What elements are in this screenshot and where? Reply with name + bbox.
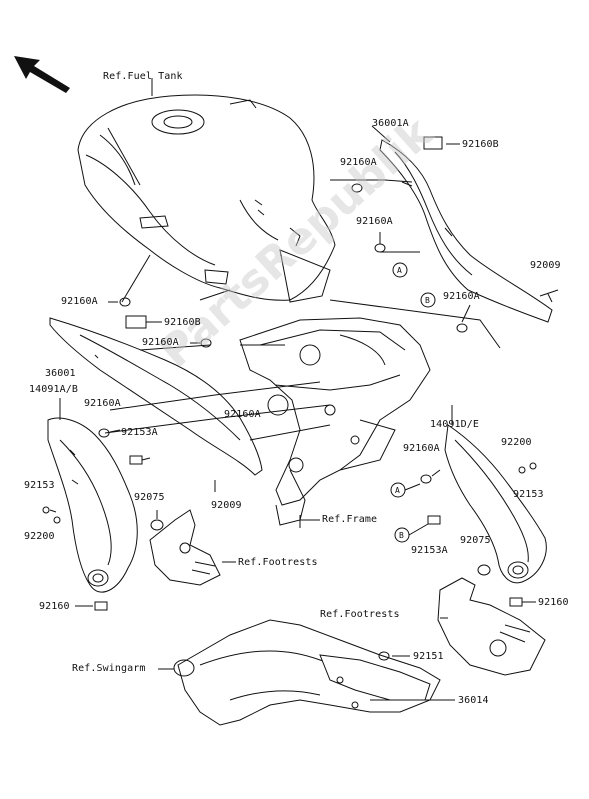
- grommet-92160B-left: [125, 315, 147, 329]
- label-92160b-left: 92160B: [164, 317, 201, 328]
- callout-b-top: B: [425, 296, 430, 305]
- label-36001: 36001: [45, 368, 76, 379]
- left-side-cover-part: [49, 317, 263, 476]
- fuel-tank-part: [77, 94, 336, 303]
- callout-circle-b-top: [420, 292, 436, 308]
- left-footrest-part: [149, 509, 221, 586]
- grommet-92160A-1: [351, 183, 363, 193]
- label-92160a-mid: 92160A: [224, 409, 261, 420]
- label-92160a-2: 92160A: [356, 216, 393, 227]
- label-92160a-left: 92160A: [61, 296, 98, 307]
- label-92153a-right: 92153A: [411, 545, 448, 556]
- left-lower-panel-part: [47, 417, 138, 593]
- label-ref-footrests-right: Ref.Footrests: [320, 609, 400, 620]
- label-92160a-left3: 92160A: [84, 398, 121, 409]
- label-92153-left: 92153: [24, 480, 55, 491]
- label-92160a-right: 92160A: [403, 443, 440, 454]
- frame-part: [239, 317, 431, 528]
- label-92153a-left: 92153A: [121, 427, 158, 438]
- label-ref-footrests-left: Ref.Footrests: [238, 557, 318, 568]
- label-14091ab: 14091A/B: [29, 384, 78, 395]
- callout-circle-a-top: [392, 262, 408, 278]
- label-36001a: 36001A: [372, 118, 409, 129]
- label-92009-top: 92009: [530, 260, 561, 271]
- right-lower-panel-part: [444, 424, 547, 584]
- label-92160a-left2: 92160A: [142, 337, 179, 348]
- label-92160-left: 92160: [39, 601, 70, 612]
- label-92160a-3: 92160A: [443, 291, 480, 302]
- grommet-92160B-top: [423, 136, 443, 150]
- label-36014: 36014: [458, 695, 489, 706]
- front-direction-arrow: [14, 56, 70, 93]
- label-ref-swingarm: Ref.Swingarm: [72, 663, 146, 674]
- label-14091de: 14091D/E: [430, 419, 479, 430]
- label-92160a-1: 92160A: [340, 157, 377, 168]
- label-ref-fuel-tank: Ref.Fuel Tank: [103, 71, 183, 82]
- grommet-92160A-2: [374, 243, 386, 253]
- label-92200-left: 92200: [24, 531, 55, 542]
- label-92151: 92151: [413, 651, 444, 662]
- callout-b-bottom: B: [399, 531, 404, 540]
- right-side-cover-part: [379, 139, 553, 323]
- callout-a-top: A: [397, 266, 402, 275]
- label-92009-mid: 92009: [211, 500, 242, 511]
- label-92160-right: 92160: [538, 597, 569, 608]
- label-92075-left: 92075: [134, 492, 165, 503]
- label-92153-right: 92153: [513, 489, 544, 500]
- label-92200-right: 92200: [501, 437, 532, 448]
- label-ref-frame: Ref.Frame: [322, 514, 378, 525]
- swingarm-part: [173, 619, 441, 726]
- label-92075-right: 92075: [460, 535, 491, 546]
- callout-a-bottom: A: [395, 486, 400, 495]
- label-92160b-top: 92160B: [462, 139, 499, 150]
- right-footrest-part: [437, 577, 546, 676]
